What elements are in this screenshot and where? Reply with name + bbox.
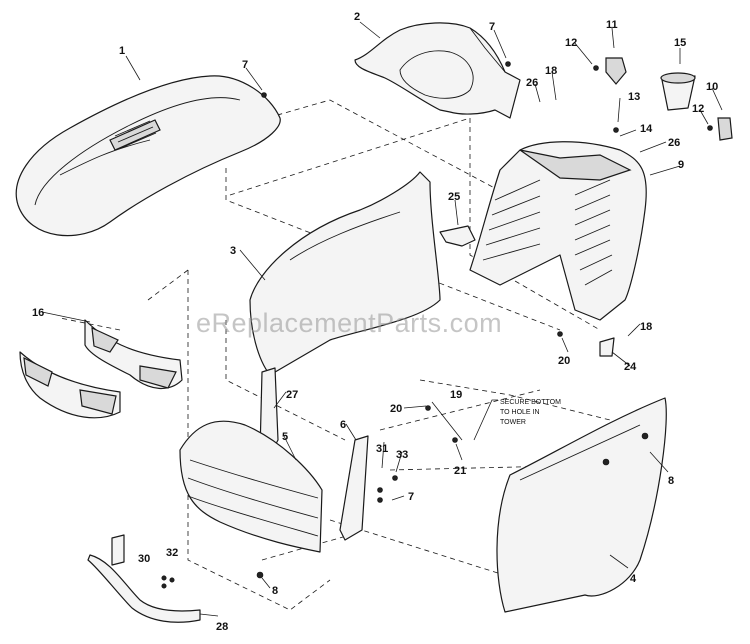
part-24 bbox=[599, 337, 615, 357]
note-line-1: SECURE BOTTOM bbox=[500, 399, 561, 406]
part-side-panel-right bbox=[496, 397, 667, 613]
callout-30: 30 bbox=[138, 553, 150, 565]
callout-4: 4 bbox=[630, 573, 637, 585]
callout-2: 2 bbox=[354, 11, 360, 23]
callout-12b: 12 bbox=[692, 103, 704, 115]
part-headlights bbox=[19, 319, 183, 419]
part-side-panel-left bbox=[249, 171, 441, 376]
callout-12a: 12 bbox=[565, 37, 577, 49]
callout-6: 6 bbox=[340, 419, 346, 431]
callouts: 1 2 7 7 11 12 15 10 12 13 14 26 9 18 26 … bbox=[32, 11, 718, 633]
callout-19: 19 bbox=[450, 389, 462, 401]
callout-11: 11 bbox=[606, 19, 618, 31]
part-bumper bbox=[87, 534, 201, 623]
part-switches bbox=[605, 57, 733, 141]
callout-21: 21 bbox=[454, 465, 466, 477]
assembly-note: SECURE BOTTOM TO HOLE IN TOWER bbox=[473, 399, 561, 441]
callout-20b: 20 bbox=[390, 403, 402, 415]
part-hood bbox=[15, 75, 281, 237]
callout-32: 32 bbox=[166, 547, 178, 559]
callout-14: 14 bbox=[640, 123, 653, 135]
callout-9: 9 bbox=[678, 159, 684, 171]
part-dash-panel bbox=[354, 22, 521, 119]
callout-1: 1 bbox=[119, 45, 125, 57]
callout-7c: 7 bbox=[408, 491, 414, 503]
part-bracket-6 bbox=[339, 435, 369, 541]
callout-8b: 8 bbox=[272, 585, 278, 597]
callout-15: 15 bbox=[674, 37, 686, 49]
callout-26b: 26 bbox=[668, 137, 680, 149]
callout-31: 31 bbox=[376, 443, 388, 455]
callout-27: 27 bbox=[286, 389, 298, 401]
callout-16: 16 bbox=[32, 307, 44, 319]
part-cup-holder bbox=[660, 72, 696, 111]
note-line-3: TOWER bbox=[500, 419, 526, 426]
callout-20a: 20 bbox=[558, 355, 570, 367]
callout-8a: 8 bbox=[668, 475, 674, 487]
callout-7b: 7 bbox=[489, 21, 495, 33]
callout-5: 5 bbox=[282, 431, 288, 443]
part-grille bbox=[179, 420, 323, 553]
callout-13: 13 bbox=[628, 91, 640, 103]
note-line-2: TO HOLE IN bbox=[500, 409, 540, 416]
callout-26a: 26 bbox=[526, 77, 538, 89]
watermark: eReplacementParts.com bbox=[196, 308, 503, 338]
callout-28: 28 bbox=[216, 621, 228, 633]
callout-10: 10 bbox=[706, 81, 718, 93]
callout-3: 3 bbox=[230, 245, 236, 257]
part-tower bbox=[469, 141, 647, 321]
hardware bbox=[161, 61, 713, 589]
callout-18b: 18 bbox=[640, 321, 652, 333]
callout-18a: 18 bbox=[545, 65, 557, 77]
part-bracket-25 bbox=[439, 225, 476, 247]
callout-25: 25 bbox=[448, 191, 460, 203]
callout-24: 24 bbox=[624, 361, 637, 373]
callout-33: 33 bbox=[396, 449, 408, 461]
callout-7a: 7 bbox=[242, 59, 248, 71]
leader-lines bbox=[41, 21, 723, 617]
